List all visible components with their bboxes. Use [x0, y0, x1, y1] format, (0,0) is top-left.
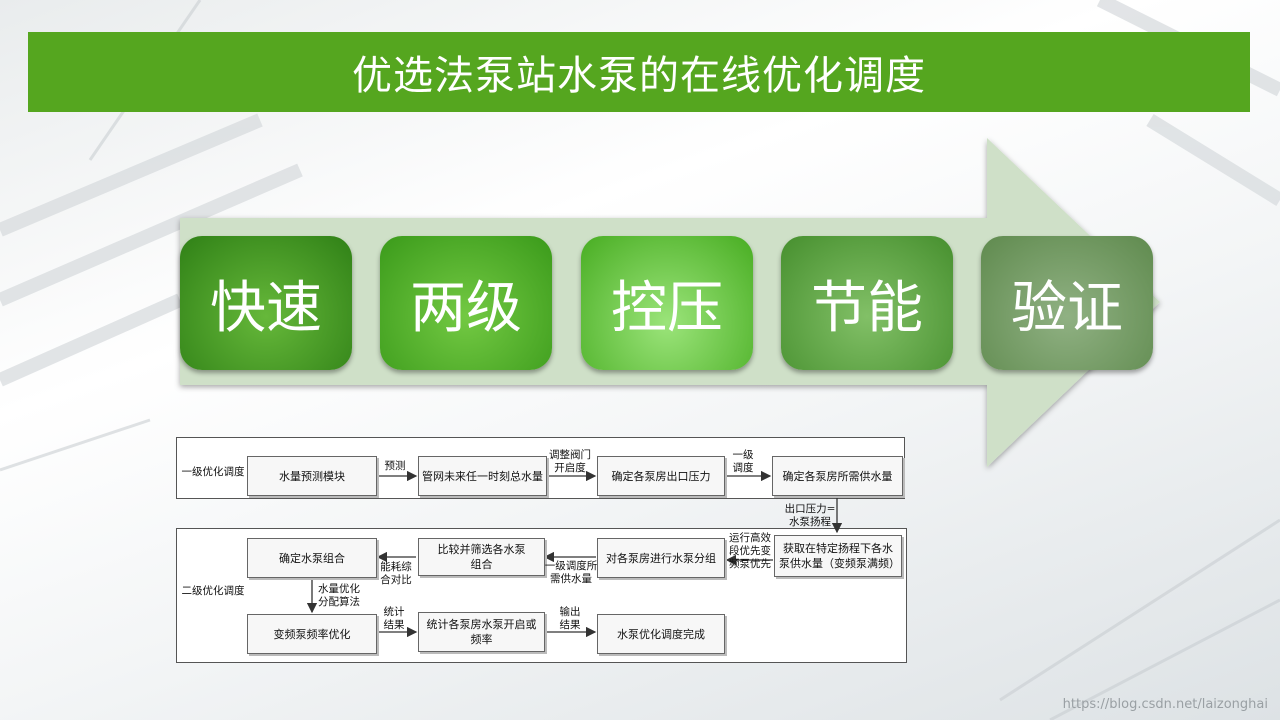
label-statistics-result: 统计结果 — [383, 606, 405, 631]
label-outlet-pressure-head: 出口压力=水泵扬程 — [784, 503, 836, 528]
pill-two-level-label: 两级 — [410, 275, 522, 341]
pill-energy-saving-label: 节能 — [811, 275, 923, 341]
label-efficient-priority: 运行高效段优先变频泵优先 — [729, 532, 771, 570]
title-bar: 优选法泵站水泵的在线优化调度 — [28, 32, 1250, 112]
pill-verification-label: 验证 — [1011, 275, 1123, 341]
box-required-supply: 确定各泵房所需供水量 — [772, 456, 903, 496]
level2-label: 二级优化调度 — [181, 585, 245, 597]
box-pump-supply-at-head: 获取在特定扬程下各水泵供水量（变频泵满频） — [774, 535, 902, 577]
pill-pressure-control: 控压 — [581, 236, 753, 370]
box-pump-combination: 确定水泵组合 — [247, 538, 377, 578]
pill-verification: 验证 — [981, 236, 1153, 370]
box-schedule-complete: 水泵优化调度完成 — [597, 614, 725, 654]
label-forecast: 预测 — [384, 460, 406, 472]
box-total-water: 管网未来任一时刻总水量 — [418, 456, 547, 496]
box-outlet-pressure: 确定各泵房出口压力 — [597, 456, 725, 496]
pill-energy-saving: 节能 — [781, 236, 953, 370]
label-allocation-algorithm: 水量优化分配算法 — [318, 583, 360, 608]
label-adjust-valve: 调整阀门开启度 — [549, 449, 591, 474]
watermark: https://blog.csdn.net/laizonghai — [1062, 697, 1268, 712]
pill-two-level: 两级 — [380, 236, 552, 370]
level1-label: 一级优化调度 — [181, 466, 245, 478]
pill-fast: 快速 — [180, 236, 352, 370]
box-water-forecast: 水量预测模块 — [247, 456, 377, 496]
page-title: 优选法泵站水泵的在线优化调度 — [352, 53, 926, 99]
box-statistics: 统计各泵房水泵开启或频率 — [418, 612, 545, 652]
box-compare-filter: 比较并筛选各水泵组合 — [418, 538, 545, 576]
box-vfd-optimization: 变频泵频率优化 — [247, 614, 377, 654]
pill-pressure-control-label: 控压 — [611, 275, 723, 341]
pill-fast-label: 快速 — [210, 275, 322, 341]
label-output-result: 输出结果 — [559, 606, 581, 631]
box-pump-grouping: 对各泵房进行水泵分组 — [597, 538, 725, 578]
label-level1-dispatch: 一级调度 — [732, 449, 754, 474]
label-energy-compare: 能耗综合对比 — [380, 561, 412, 586]
label-required-supply: 一级调度所需供水量 — [544, 560, 598, 585]
